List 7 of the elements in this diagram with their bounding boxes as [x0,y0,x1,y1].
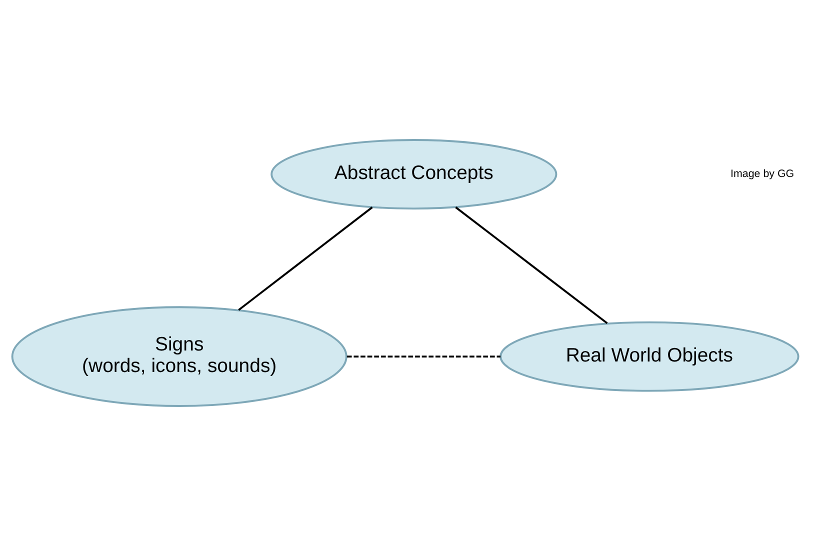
label: Image by GG [730,168,794,180]
node-ellipse: Abstract Concepts [270,138,558,210]
node-ellipse: Signs (words, icons, sounds) [11,306,348,406]
connector [455,206,608,324]
node-ellipse: Real World Objects [500,320,800,392]
connector [346,355,501,358]
connector [238,206,373,310]
